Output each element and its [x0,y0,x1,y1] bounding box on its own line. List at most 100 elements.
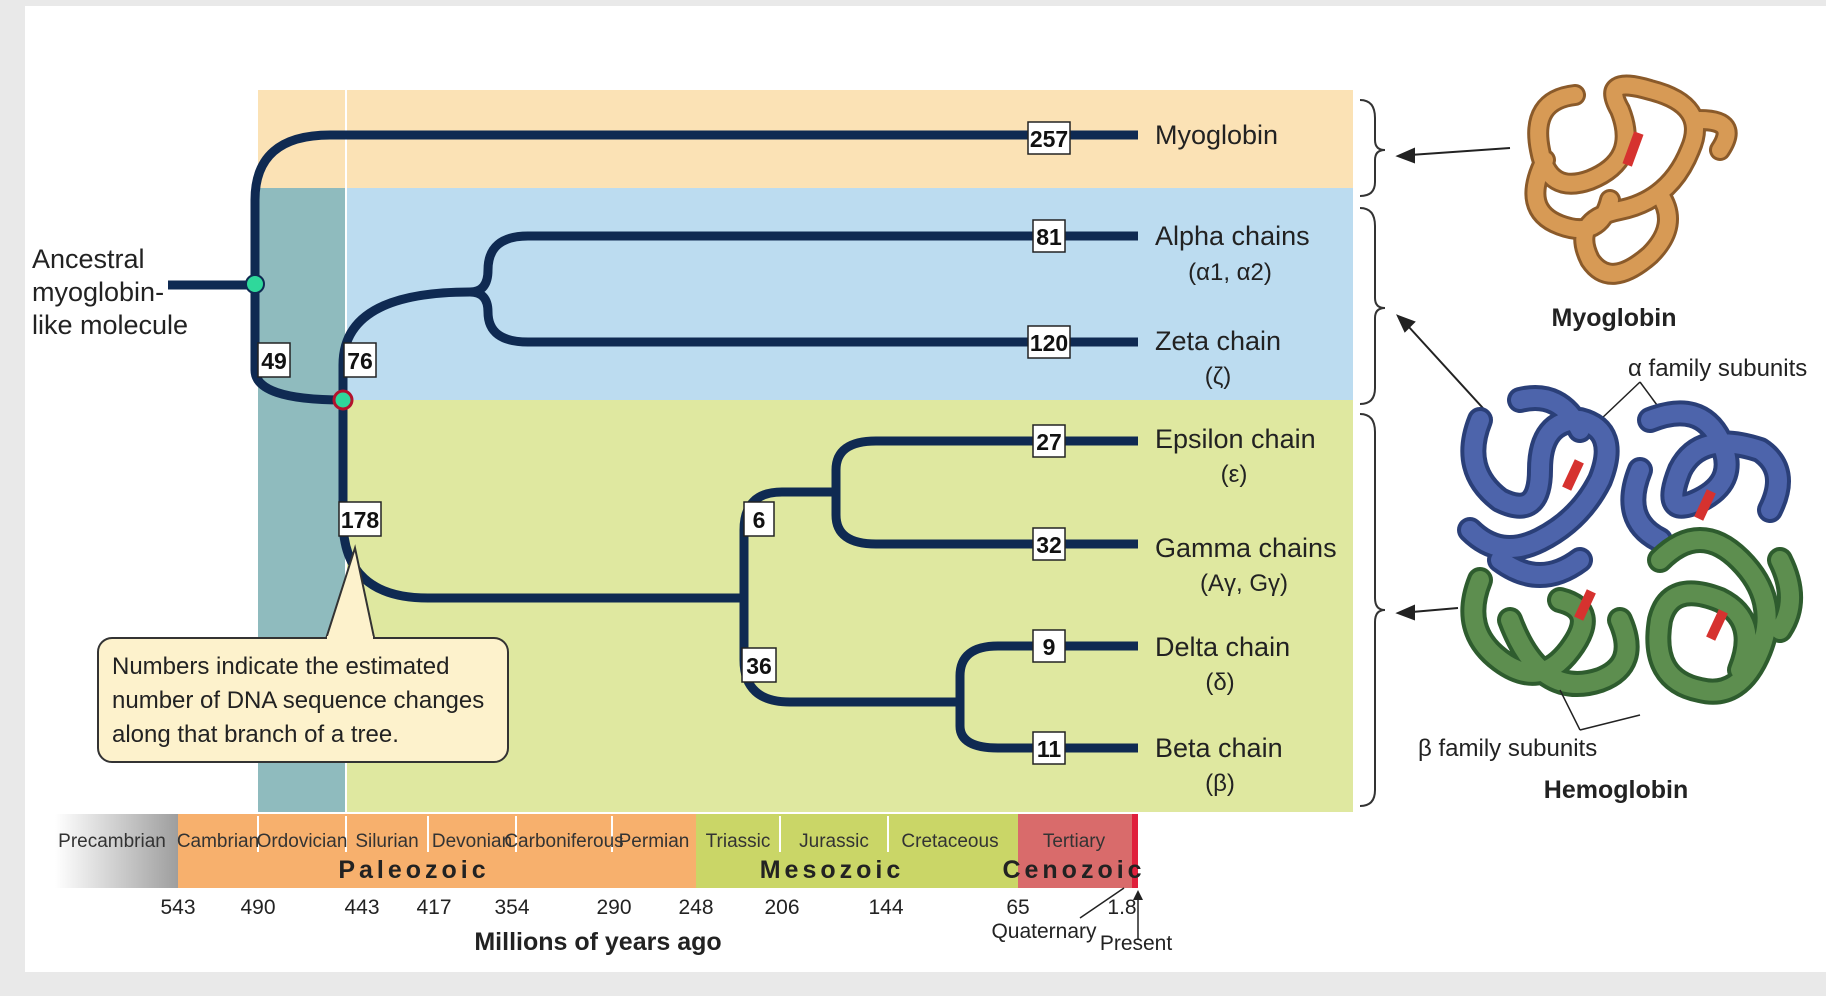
count-delta: 9 [1043,634,1056,660]
quaternary-pointer [1079,887,1125,919]
leaf-gamma: Gamma chains [1155,533,1337,563]
tick-543: 543 [160,896,195,919]
tick-443: 443 [344,896,379,919]
count-gamma: 32 [1036,532,1062,558]
period-dividers [257,816,889,852]
period-triassic: Triassic [706,831,771,852]
leaf-delta: Delta chain [1155,632,1290,662]
beta-family-label: β family subunits [1418,735,1597,762]
period-carboniferous: Carboniferous [504,831,623,852]
count-box-myoglobin [1027,121,1071,155]
leaf-zeta-sub: (ζ) [1205,363,1232,390]
myoglobin-title: Myoglobin [1552,304,1677,332]
leaf-labels: Myoglobin Alpha chains (α1, α2) Zeta cha… [1155,120,1337,797]
geologic-timeline: Precambrian Cambrian Ordovician Silurian… [55,814,1172,956]
period-ordovician: Ordovician [257,831,348,852]
branch-hemoglobin [250,285,344,405]
hemoglobin-alpha-highlight-1 [1461,389,1616,584]
count-box-epsilon [1032,424,1066,458]
hemoglobin-heme-3 [1574,589,1596,621]
arrow-beta-line [1411,607,1459,613]
myoglobin-illustration [1524,74,1738,285]
arrow-alpha-icon [1396,314,1416,333]
branch-myoglobin [250,130,1138,285]
count-alpha: 81 [1036,224,1062,250]
count-box-zeta [1027,325,1071,359]
branch-count-boxes: 49 76 178 6 36 [257,342,777,683]
node-dot-hemoglobin [332,389,354,411]
period-permian: Permian [619,831,690,852]
period-devonian: Devonian [432,831,512,852]
leaf-alpha: Alpha chains [1155,221,1310,251]
tick-290: 290 [596,896,631,919]
count-beta: 11 [1037,736,1062,762]
hemoglobin-heme-2 [1694,489,1716,521]
count-box-beta-family [338,501,382,537]
period-cretaceous: Cretaceous [901,831,998,852]
ancestor-label: Ancestral myoglobin- like molecule [32,244,188,340]
period-cambrian: Cambrian [177,831,259,852]
count-beta-family: 178 [341,507,380,533]
period-tertiary: Tertiary [1043,831,1106,852]
tick-490: 490 [240,896,275,919]
tree-branches [168,130,1138,753]
arrow-beta-icon [1395,604,1415,621]
note-line3: along that branch of a tree. [112,721,399,748]
paleozoic-block [178,814,696,888]
node-dot-root [245,274,265,294]
axis-label: Millions of years ago [474,928,721,956]
leaf-epsilon: Epsilon chain [1155,424,1316,454]
leaf-beta-sub: (β) [1205,770,1235,797]
leaf-epsilon-sub: (ε) [1221,461,1248,488]
arrow-myoglobin-icon [1395,147,1415,164]
era-paleozoic: Paleozoic [338,856,489,884]
count-box-alpha [1032,219,1066,253]
hemoglobin-alpha-highlight-2 [1624,404,1787,549]
leaf-gamma-sub: (Aγ, Gγ) [1200,570,1288,597]
leaf-zeta: Zeta chain [1155,326,1281,356]
myoglobin-coil-highlight [1527,77,1735,282]
hemoglobin-heme-4 [1706,609,1728,641]
count-box-myo-vs-hb [257,342,291,378]
myoglobin-heme [1622,131,1644,167]
branch-delta [955,641,1138,702]
hemoglobin-heme-1 [1562,459,1584,491]
branch-gamma [831,492,1138,549]
count-epsilon: 27 [1036,429,1062,455]
ancestor-line1: Ancestral [32,244,145,274]
ancestor-line3: like molecule [32,310,188,340]
branch-zeta [469,287,1138,347]
bracket-myoglobin [1359,99,1386,197]
arrow-alpha-line [1407,325,1493,419]
tick-144: 144 [868,896,903,919]
present-label: Present [1100,932,1173,955]
note-line2: number of DNA sequence changes [112,687,484,714]
note-callout: Numbers indicate the estimated number of… [97,544,509,763]
leaf-alpha-sub: (α1, α2) [1188,259,1272,286]
alpha-pointer-1 [1599,381,1641,421]
period-jurassic: Jurassic [799,831,869,852]
leaf-delta-sub: (δ) [1205,669,1234,696]
era-cenozoic: Cenozoic [1002,856,1145,884]
branch-epsilon [831,436,1138,492]
hemoglobin-title: Hemoglobin [1544,776,1688,804]
hemoglobin-illustration [1457,385,1803,705]
count-box-gamma [1032,527,1066,561]
cenozoic-block [1018,814,1132,888]
bracket-alpha [1359,207,1386,405]
tick-417: 417 [416,896,451,919]
beta-pointer-1 [1559,689,1581,731]
leaf-myoglobin: Myoglobin [1155,120,1278,150]
callout-box [97,637,509,763]
count-box-delta [1032,629,1066,663]
count-box-alpha-zeta [343,342,377,378]
arrow-myoglobin-line [1409,147,1511,156]
leaf-beta: Beta chain [1155,733,1283,763]
count-myo-vs-hb: 49 [261,348,287,374]
era-mesozoic: Mesozoic [760,856,905,884]
tick-206: 206 [764,896,799,919]
present-arrow-icon [1133,890,1143,900]
note-line1: Numbers indicate the estimated [112,653,450,680]
period-silurian: Silurian [355,831,418,852]
